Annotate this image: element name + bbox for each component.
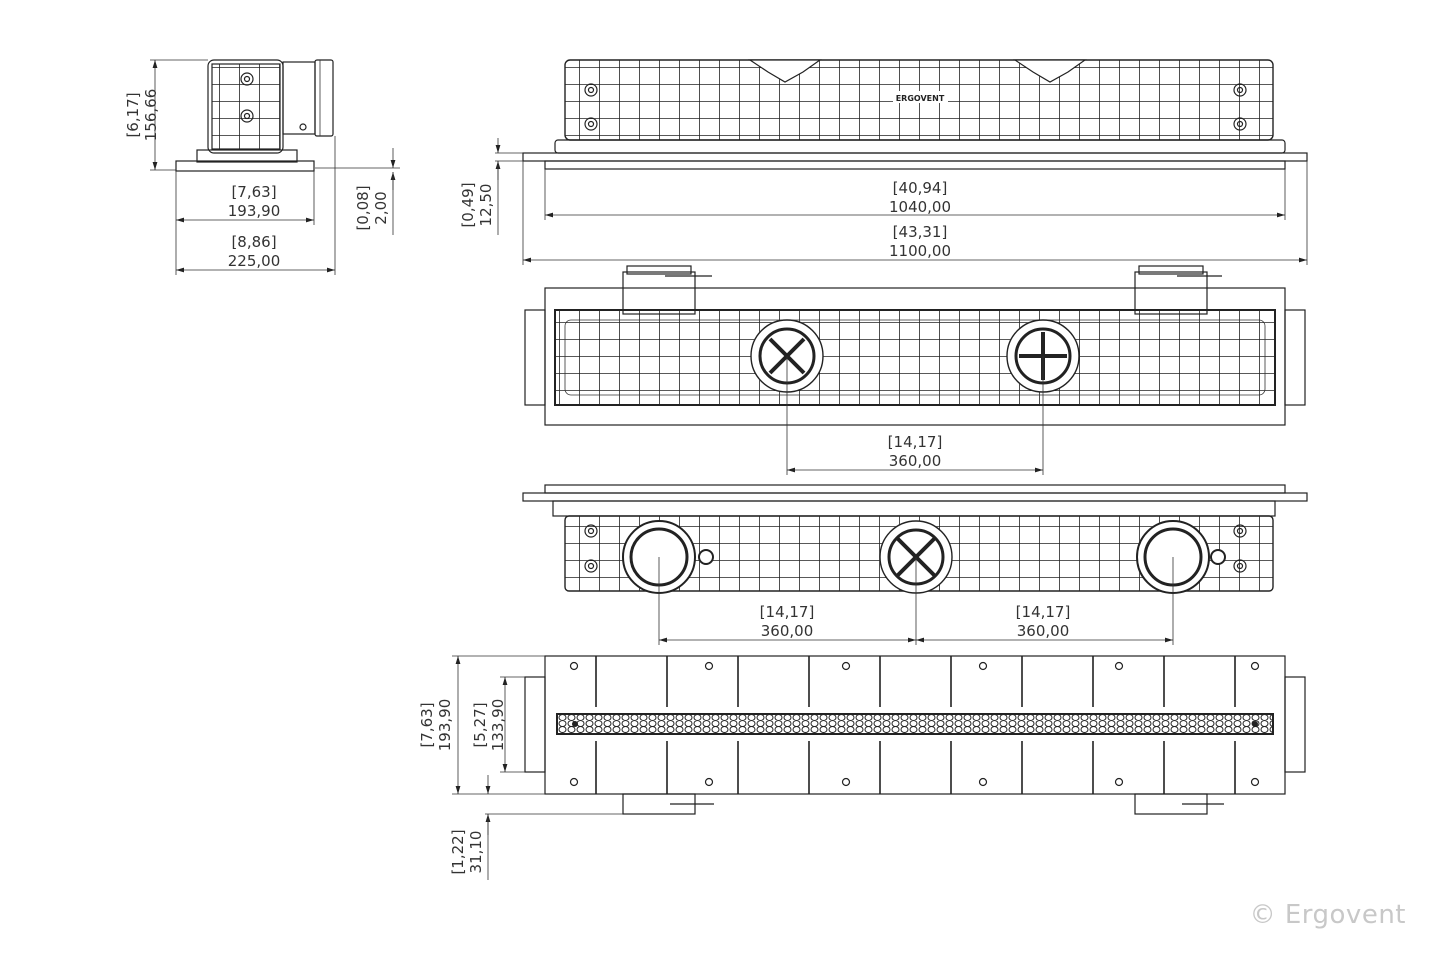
dim-bottom-left-mm: 360,00 (761, 622, 814, 640)
dim-bottom-right-inch: [14,17] (1016, 603, 1071, 621)
dim-front-total-mm: 1100,00 (889, 242, 951, 260)
dim-side-height-inch: [6,17] (124, 92, 142, 137)
dim-side-base-mm: 193,90 (228, 202, 281, 220)
front-view: ERGOVENT [40,94] 1040,00 [43,31] 1100,00… (459, 59, 1308, 265)
dim-side-flange-mm: 2,00 (372, 191, 390, 224)
dim-front-total-inch: [43,31] (893, 223, 948, 241)
dim-bottom-left-inch: [14,17] (760, 603, 815, 621)
plan-view: [7,63] 193,90 [5,27] 133,90 [1,22] 31,10 (418, 655, 1306, 880)
dim-side-total-mm: 225,00 (228, 252, 281, 270)
brand-label: ERGOVENT (896, 94, 945, 103)
dim-plan-offset-mm: 31,10 (467, 831, 485, 874)
dim-plan-total-inch: [7,63] (418, 702, 436, 747)
bottom-front-view: [14,17] 360,00 [14,17] 360,00 (522, 484, 1308, 645)
dim-side-height-mm: 156,66 (142, 89, 160, 142)
dim-plan-total-mm: 193,90 (436, 699, 454, 752)
dim-plan-offset-inch: [1,22] (449, 829, 467, 874)
copyright-label: © Ergovent (1249, 900, 1406, 930)
dim-front-flange-inch: [0,49] (459, 182, 477, 227)
dim-front-inner-mm: 1040,00 (889, 198, 951, 216)
dim-side-flange-inch: [0,08] (354, 185, 372, 230)
top-view: [14,17] 360,00 (524, 265, 1306, 475)
dim-plan-inner-mm: 133,90 (489, 699, 507, 752)
dim-side-base-inch: [7,63] (231, 183, 276, 201)
dim-plan-inner-inch: [5,27] (471, 702, 489, 747)
dim-bottom-right-mm: 360,00 (1017, 622, 1070, 640)
dim-top-spacing-mm: 360,00 (889, 452, 942, 470)
dim-front-inner-inch: [40,94] (893, 179, 948, 197)
dim-front-flange-mm: 12,50 (477, 184, 495, 227)
side-view: [6,17] 156,66 [7,63] 193,90 [8,86] 225,0… (124, 59, 400, 275)
dim-top-spacing-inch: [14,17] (888, 433, 943, 451)
dim-side-total-inch: [8,86] (231, 233, 276, 251)
